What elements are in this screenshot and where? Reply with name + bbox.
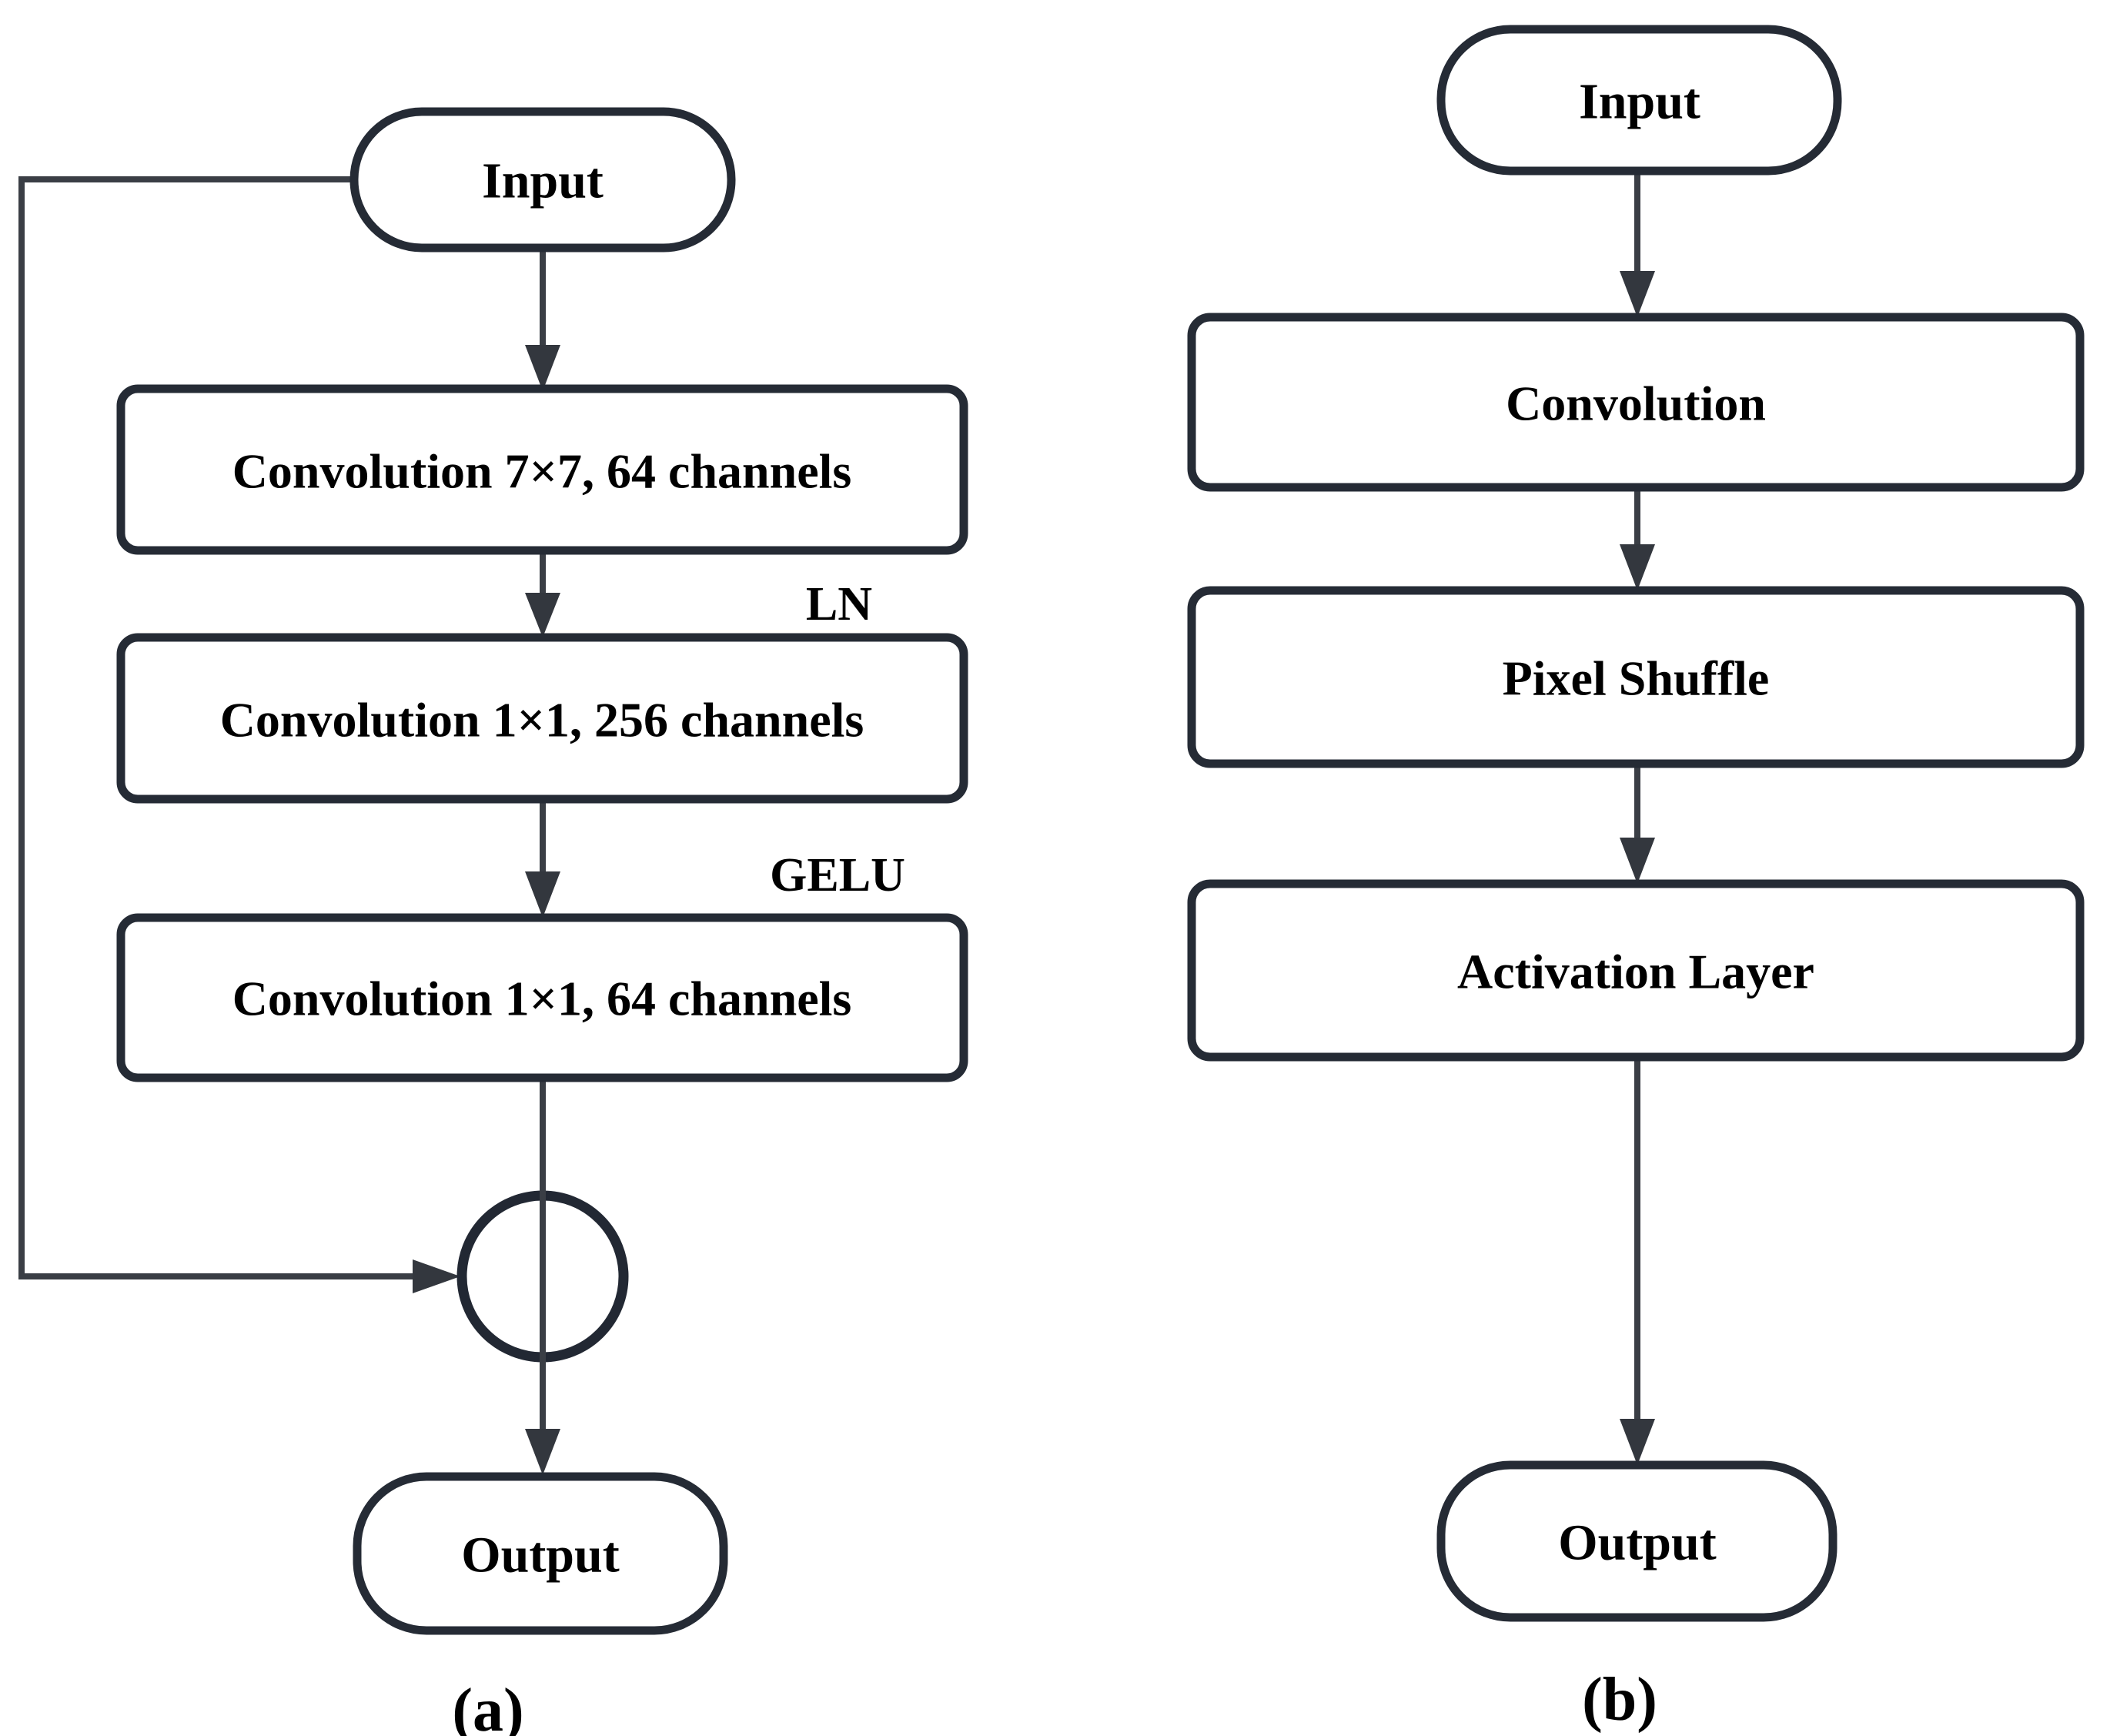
panel-b: Input Convolution Pixel Shuffle Activati… xyxy=(1187,25,2085,1734)
node-b-output xyxy=(1436,1460,1837,1622)
ln-annotation: LN xyxy=(806,578,872,631)
node-a-output xyxy=(353,1472,728,1635)
node-a-conv1x1-64 xyxy=(116,913,968,1082)
panel-a: Input Convolution 7×7, 64 channels LN Co… xyxy=(18,107,968,1736)
node-a-output-label: Output xyxy=(461,1527,619,1584)
node-a-input xyxy=(349,107,736,253)
node-a-conv7x7 xyxy=(116,384,968,555)
arrowhead-a3-icon xyxy=(525,871,560,918)
node-b-input xyxy=(1436,25,1842,176)
arrowhead-b2-icon xyxy=(1620,544,1655,590)
arrowhead-b1-icon xyxy=(1620,271,1655,317)
arrowhead-a2-icon xyxy=(525,593,560,637)
caption-a: (a) xyxy=(452,1677,523,1736)
node-b-convolution-label: Convolution xyxy=(1506,376,1766,431)
node-b-activation-layer-label: Activation Layer xyxy=(1457,945,1814,999)
arrowhead-a4-icon xyxy=(525,1429,560,1475)
arrowhead-a1-icon xyxy=(525,345,560,391)
skip-connection-arrowhead-icon xyxy=(413,1259,460,1293)
node-b-pixel-shuffle-label: Pixel Shuffle xyxy=(1503,651,1770,706)
node-a-conv1x1-256-label: Convolution 1×1, 256 channels xyxy=(220,693,864,748)
caption-b: (b) xyxy=(1582,1666,1657,1734)
arrowhead-b3-icon xyxy=(1620,838,1655,884)
gelu-annotation: GELU xyxy=(770,849,905,901)
skip-connection-line xyxy=(18,176,413,1279)
node-a-conv1x1-256 xyxy=(116,633,968,804)
node-b-pixel-shuffle xyxy=(1187,586,2085,768)
node-b-output-label: Output xyxy=(1558,1515,1716,1571)
node-b-convolution xyxy=(1187,313,2085,492)
node-b-input-label: Input xyxy=(1579,74,1700,130)
node-b-activation-layer xyxy=(1187,879,2085,1062)
node-a-input-label: Input xyxy=(482,153,604,209)
arrowhead-b4-icon xyxy=(1620,1419,1655,1465)
node-a-conv7x7-label: Convolution 7×7, 64 channels xyxy=(232,444,852,499)
node-a-conv1x1-64-label: Convolution 1×1, 64 channels xyxy=(232,972,852,1026)
